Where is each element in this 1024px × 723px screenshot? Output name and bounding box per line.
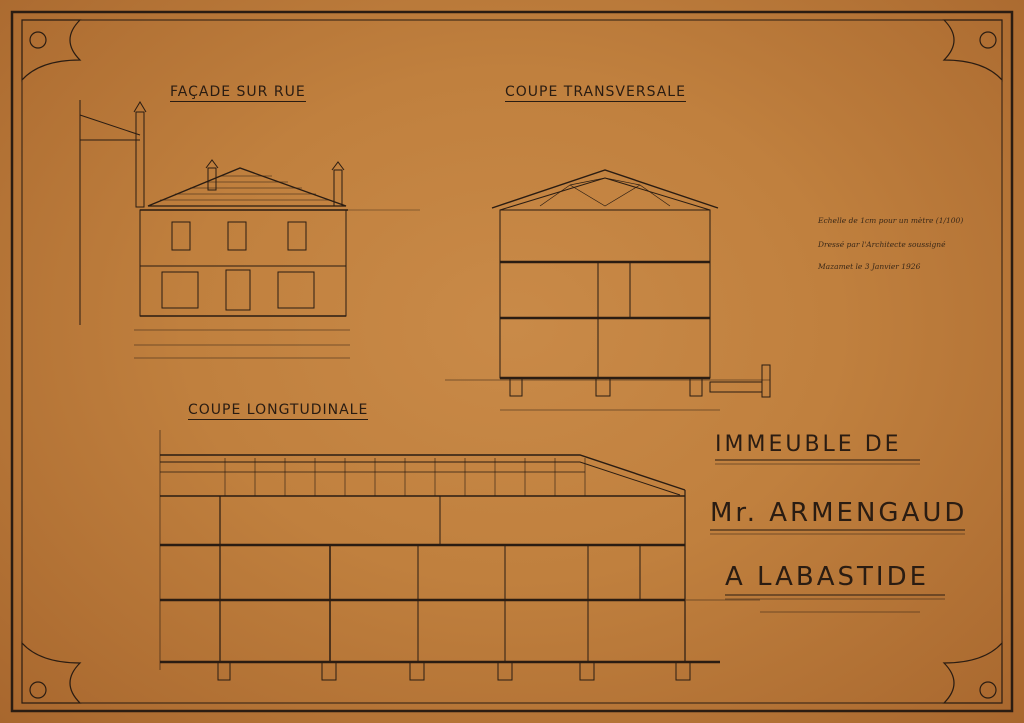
cross-section-drawing bbox=[445, 169, 771, 411]
inner-border bbox=[21, 19, 1003, 704]
architect-note: Dressé par l'Architecte soussigné bbox=[818, 240, 946, 249]
outer-border bbox=[10, 10, 1014, 713]
title-line-1: IMMEUBLE DE bbox=[715, 432, 902, 457]
longitudinal-section-drawing bbox=[159, 430, 760, 681]
date-note: Mazamet le 3 Janvier 1926 bbox=[818, 262, 921, 271]
title-line-2: Mr. ARMENGAUD bbox=[710, 498, 968, 528]
corner-ornament-icon bbox=[21, 19, 1003, 704]
longitudinal-section-title: COUPE LONGTUDINALE bbox=[188, 402, 369, 420]
facade-title: FAÇADE SUR RUE bbox=[170, 84, 306, 102]
title-block-rules bbox=[710, 459, 965, 613]
title-line-3: A LABASTIDE bbox=[725, 562, 930, 592]
scale-note: Echelle de 1cm pour un mètre (1/100) bbox=[818, 216, 964, 225]
facade-drawing bbox=[79, 100, 420, 359]
cross-section-title: COUPE TRANSVERSALE bbox=[505, 84, 686, 102]
